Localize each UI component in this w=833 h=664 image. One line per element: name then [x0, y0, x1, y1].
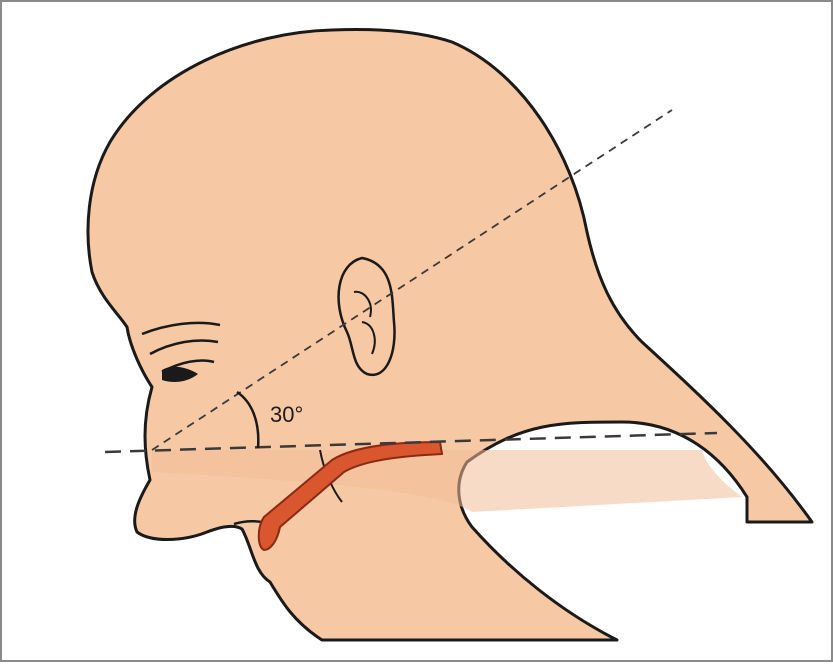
angle-label: 30° — [270, 402, 303, 427]
head-profile-icon — [88, 30, 812, 641]
